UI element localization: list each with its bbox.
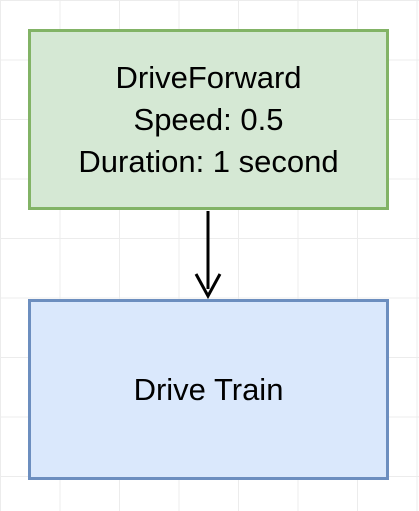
node-title: Drive Train — [133, 371, 284, 407]
drive-train-node[interactable]: Drive Train — [28, 299, 389, 480]
drive-forward-node[interactable]: DriveForward Speed: 0.5 Duration: 1 seco… — [28, 29, 389, 210]
speed-label: Speed: 0.5 — [133, 101, 284, 137]
arrowhead-icon — [194, 273, 222, 300]
node-title: DriveForward — [115, 59, 302, 95]
duration-label: Duration: 1 second — [78, 143, 339, 179]
